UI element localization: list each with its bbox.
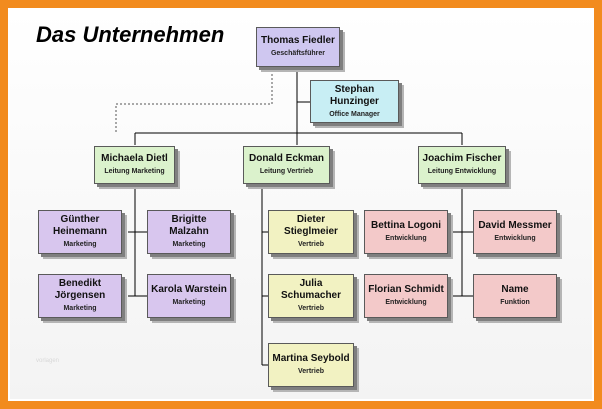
- node-name: Michaela Dietl: [101, 153, 168, 164]
- node-marketing-2[interactable]: Brigitte Malzahn Marketing: [147, 210, 231, 254]
- node-dev-3[interactable]: Florian Schmidt Entwicklung: [364, 274, 448, 318]
- node-name: David Messmer: [478, 220, 552, 231]
- node-sales-2[interactable]: Julia Schumacher Vertrieb: [268, 274, 354, 318]
- node-role: Entwicklung: [385, 299, 427, 306]
- node-sales-1[interactable]: Dieter Stieglmeier Vertrieb: [268, 210, 354, 254]
- page-title: Das Unternehmen: [36, 22, 225, 47]
- node-role: Vertrieb: [297, 241, 325, 248]
- watermark: vorlagen: [36, 358, 60, 364]
- node-role: Vertrieb: [297, 305, 325, 312]
- node-name: Thomas Fiedler: [261, 35, 335, 46]
- node-name: Dieter Stieglmeier: [284, 214, 338, 237]
- node-name: Bettina Logoni: [371, 220, 441, 231]
- node-role: Marketing: [172, 241, 206, 248]
- node-name: Brigitte Malzahn: [169, 214, 209, 237]
- node-dev-2[interactable]: David Messmer Entwicklung: [473, 210, 557, 254]
- node-role: Marketing: [172, 299, 206, 306]
- node-dev-head[interactable]: Joachim Fischer Leitung Entwicklung: [418, 146, 506, 184]
- node-name: Stephan Hunzinger: [330, 83, 379, 107]
- node-dev-1[interactable]: Bettina Logoni Entwicklung: [364, 210, 448, 254]
- node-role: Entwicklung: [385, 235, 427, 242]
- node-dev-4[interactable]: Name Funktion: [473, 274, 557, 318]
- node-role: Vertrieb: [297, 368, 325, 375]
- chart-canvas: [10, 10, 592, 399]
- node-role: Leitung Vertrieb: [259, 168, 314, 175]
- node-role: Leitung Entwicklung: [427, 168, 497, 175]
- node-marketing-head[interactable]: Michaela Dietl Leitung Marketing: [94, 146, 175, 184]
- node-name: Martina Seybold: [272, 353, 350, 364]
- dashed-connector: [115, 70, 273, 132]
- node-sales-3[interactable]: Martina Seybold Vertrieb: [268, 343, 354, 387]
- node-name: Benedikt Jörgensen: [54, 278, 106, 301]
- node-ceo[interactable]: Thomas Fiedler Geschäftsführer: [256, 27, 340, 67]
- node-name: Günther Heinemann: [53, 214, 107, 237]
- node-role: Office Manager: [329, 110, 380, 118]
- node-role: Geschäftsführer: [270, 50, 326, 57]
- node-assistant[interactable]: Stephan Hunzinger Office Manager: [310, 80, 399, 123]
- node-marketing-4[interactable]: Karola Warstein Marketing: [147, 274, 231, 318]
- node-name: Donald Eckman: [248, 153, 325, 164]
- node-name: Florian Schmidt: [368, 284, 444, 295]
- node-marketing-3[interactable]: Benedikt Jörgensen Marketing: [38, 274, 122, 318]
- node-role: Marketing: [63, 305, 97, 312]
- node-name: Joachim Fischer: [422, 153, 502, 164]
- node-name: Karola Warstein: [151, 284, 227, 295]
- node-role: Funktion: [500, 299, 530, 306]
- node-name: Name: [501, 284, 529, 295]
- node-role: Entwicklung: [494, 235, 536, 242]
- node-role: Marketing: [63, 241, 97, 248]
- node-sales-head[interactable]: Donald Eckman Leitung Vertrieb: [243, 146, 330, 184]
- node-role: Leitung Marketing: [104, 168, 165, 175]
- node-marketing-1[interactable]: Günther Heinemann Marketing: [38, 210, 122, 254]
- node-name: Julia Schumacher: [280, 278, 342, 301]
